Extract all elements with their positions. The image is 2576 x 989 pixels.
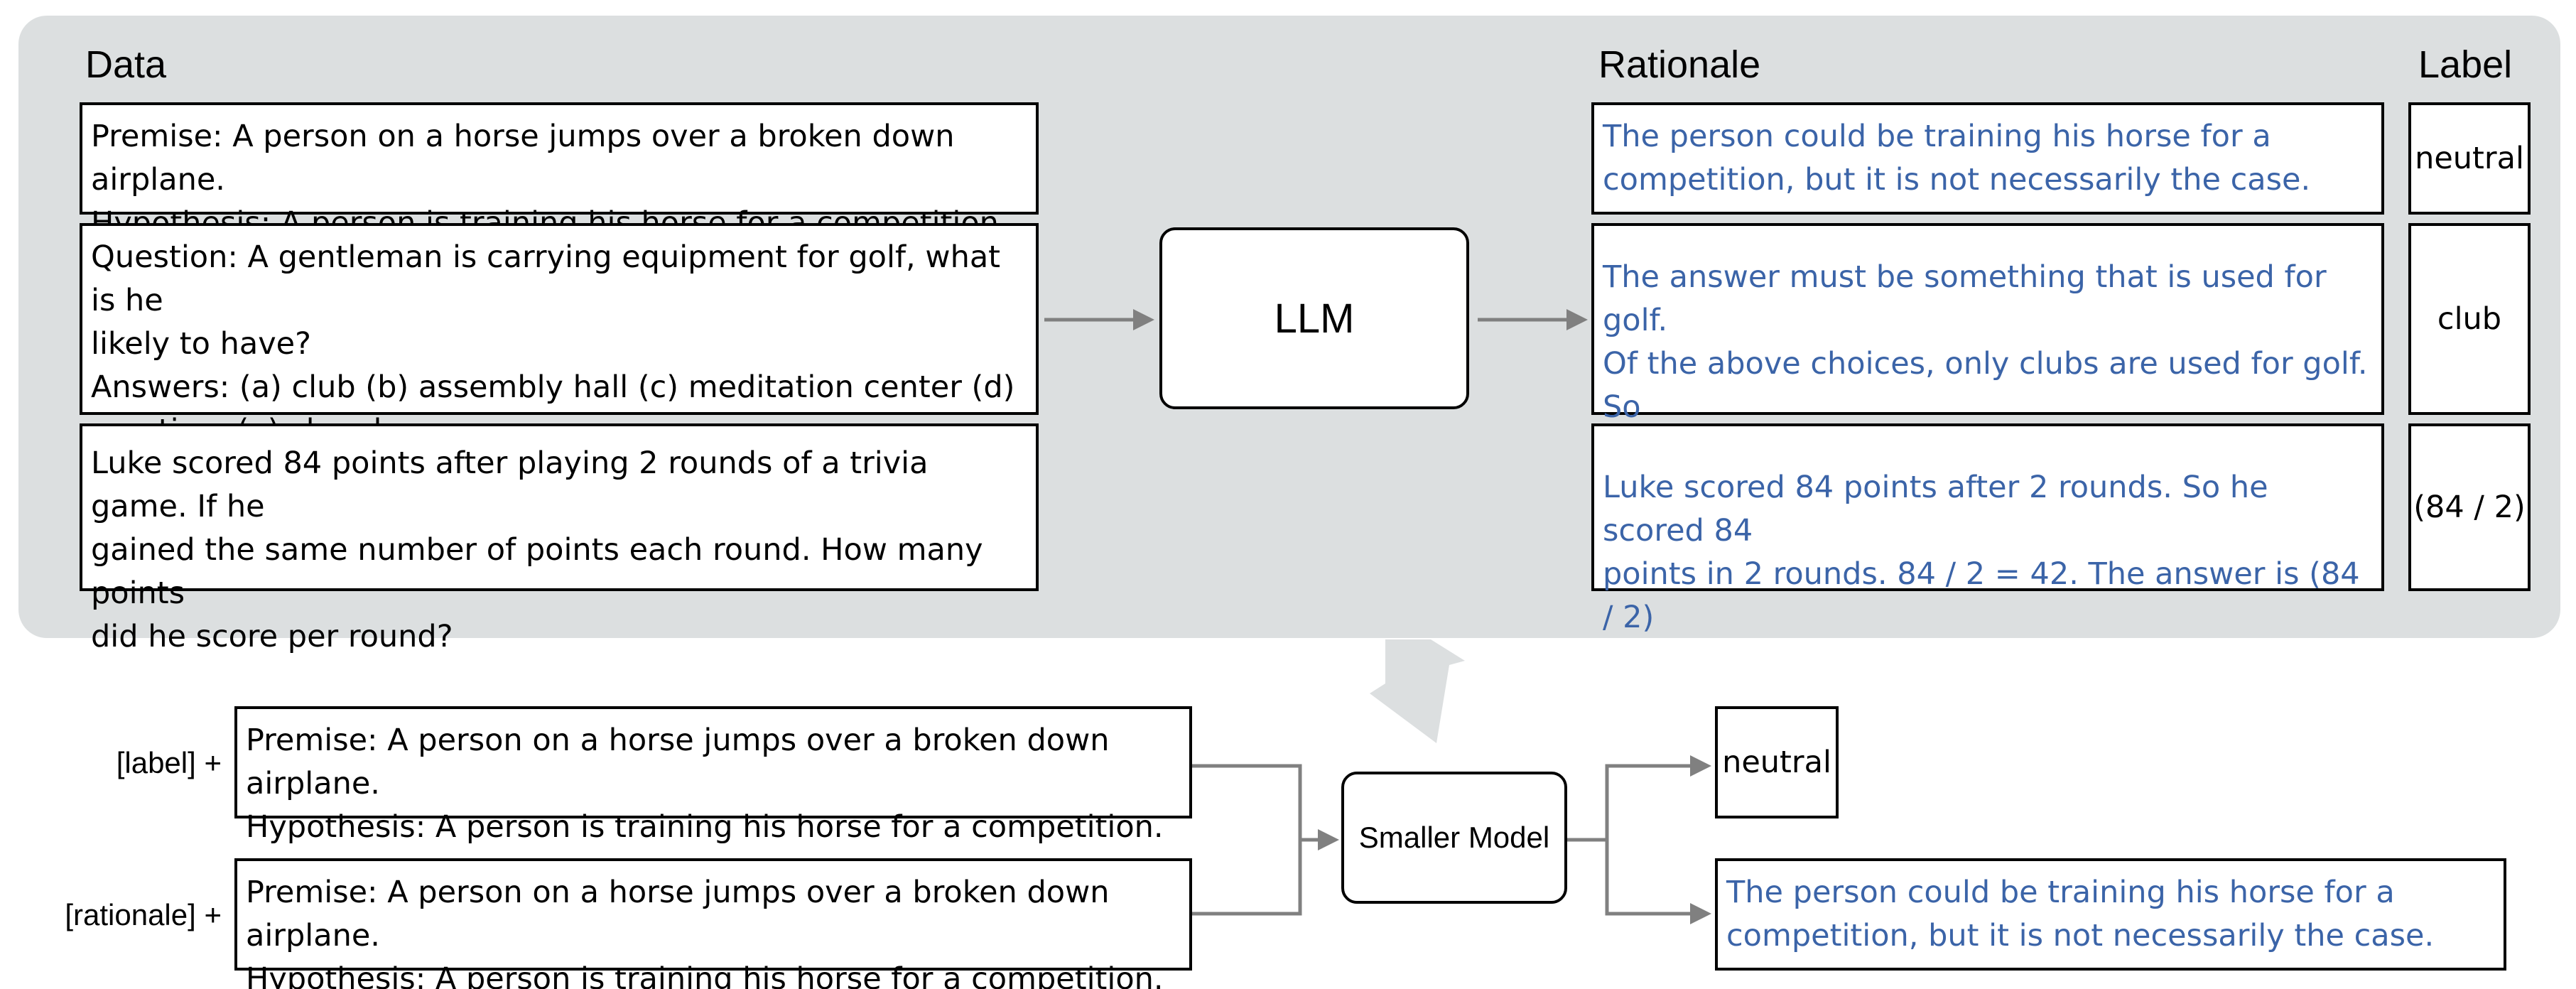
label-box-math: (84 / 2) xyxy=(2408,423,2531,591)
input-box-commonsense-qa: Question: A gentleman is carrying equipm… xyxy=(80,223,1039,448)
to-output-label-arrow xyxy=(1605,755,1711,840)
training-input-rationale-text: Premise: A person on a horse jumps over … xyxy=(246,875,1164,989)
input-text-math: Luke scored 84 points after playing 2 ro… xyxy=(91,445,983,654)
training-input-label: Premise: A person on a horse jumps over … xyxy=(234,706,1192,845)
output-rationale-box: The person could be training his horse f… xyxy=(1715,858,2506,971)
distill-down-arrow xyxy=(1370,639,1465,743)
header-label: Label xyxy=(2418,43,2513,86)
output-label-box: neutral xyxy=(1715,706,1839,818)
inputs-merge-connector xyxy=(1192,764,1302,916)
training-input-label-text: Premise: A person on a horse jumps over … xyxy=(246,723,1164,845)
rationale-text-nli: The person could be training his horse f… xyxy=(1603,119,2311,198)
label-box-commonsense-qa: club xyxy=(2408,223,2531,415)
input-text-commonsense-qa: Question: A gentleman is carrying equipm… xyxy=(91,239,1015,448)
header-data: Data xyxy=(85,43,167,86)
rationale-prefix: [rationale] + xyxy=(65,898,222,931)
input-box-math: Luke scored 84 points after playing 2 ro… xyxy=(80,423,1039,654)
output-rationale-text: The person could be training his horse f… xyxy=(1726,875,2435,953)
label-prefix: [label] + xyxy=(116,746,222,779)
label-box-nli: neutral xyxy=(2408,102,2531,215)
rationale-text-math: Luke scored 84 points after 2 rounds. So… xyxy=(1603,470,2360,635)
training-input-rationale: Premise: A person on a horse jumps over … xyxy=(234,858,1192,989)
rationale-box-nli: The person could be training his horse f… xyxy=(1591,102,2384,215)
llm-box: LLM xyxy=(1159,227,1469,409)
rationale-box-math: Luke scored 84 points after 2 rounds. So… xyxy=(1591,423,2384,635)
to-output-rationale-arrow xyxy=(1605,840,1711,924)
header-rationale: Rationale xyxy=(1598,43,1761,86)
smaller-model-box: Smaller Model xyxy=(1341,772,1567,904)
